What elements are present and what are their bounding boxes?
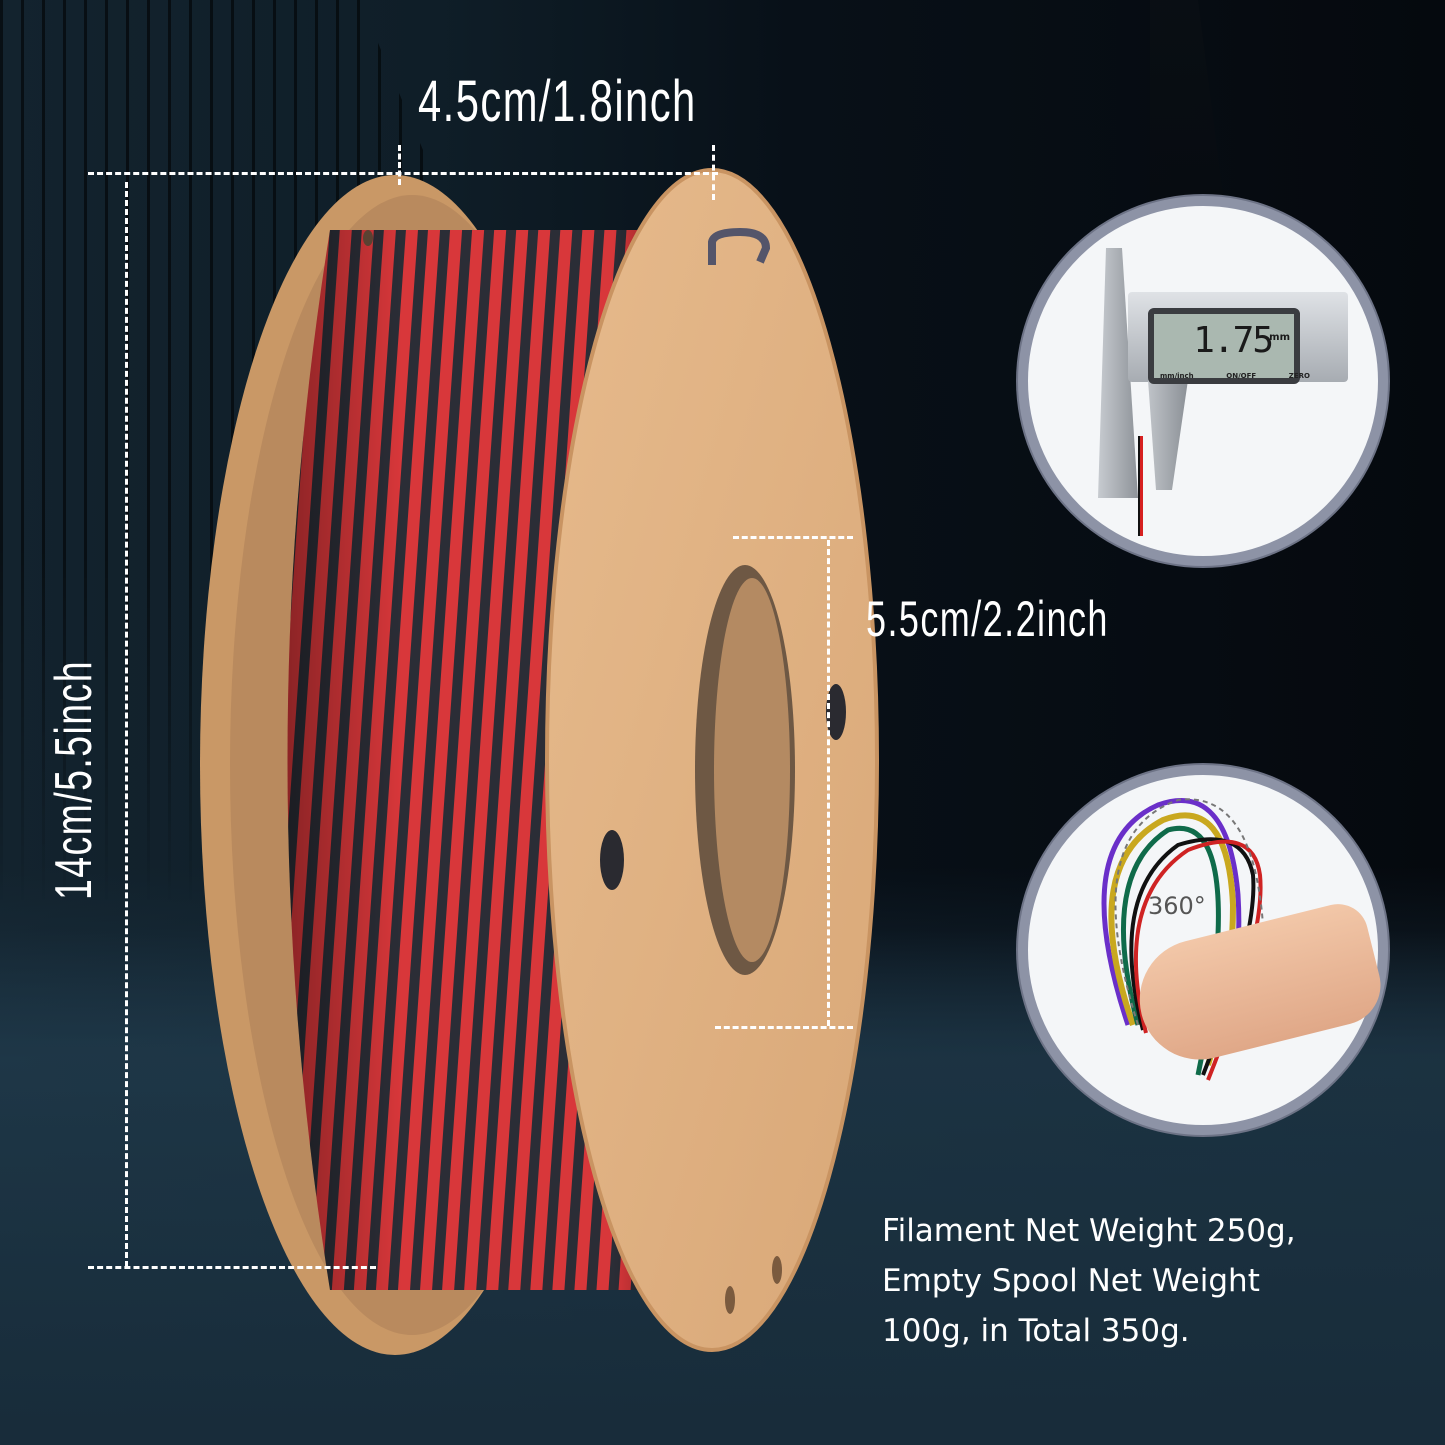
dimension-line-hole — [827, 540, 830, 1026]
weight-line-1: Filament Net Weight 250g, — [882, 1213, 1296, 1249]
angle-label: 360° — [1148, 892, 1206, 920]
caliper-buttons: mm/inch ON/OFF ZERO — [1160, 372, 1310, 380]
caliper-unit: mm — [1269, 332, 1290, 343]
weight-line-2: Empty Spool Net Weight — [882, 1263, 1260, 1299]
dimension-line-hole-top — [733, 536, 853, 539]
measured-filament — [1138, 436, 1143, 536]
caliper-button-mm-inch: mm/inch — [1160, 372, 1194, 380]
caliper-button-on-off: ON/OFF — [1226, 372, 1257, 380]
dimension-line-top — [88, 172, 718, 175]
dimension-line-hole-bottom — [715, 1026, 853, 1029]
weight-info: Filament Net Weight 250g, Empty Spool Ne… — [882, 1206, 1296, 1356]
width-dimension-label: 4.5cm/1.8inch — [418, 69, 697, 134]
dimension-line-bottom — [88, 1266, 376, 1269]
hole-dimension-label: 5.5cm/2.2inch — [866, 591, 1109, 647]
caliper-button-zero: ZERO — [1288, 372, 1310, 380]
dimension-line-left — [125, 182, 128, 1267]
dimension-tick-top-left — [398, 145, 401, 185]
caliper-reading: 1.75 — [1193, 320, 1274, 361]
caliper-display: 1.75 mm — [1148, 308, 1300, 384]
height-dimension-label: 14cm/5.5inch — [45, 660, 103, 900]
weight-line-3: 100g, in Total 350g. — [882, 1313, 1190, 1349]
dimension-tick-top-right — [712, 145, 715, 200]
